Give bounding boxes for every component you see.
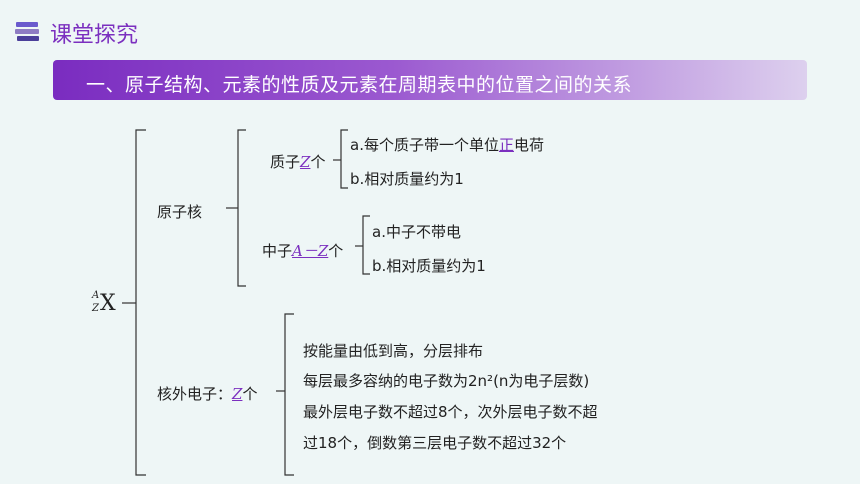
proton-count: 质子Z个	[270, 153, 326, 171]
neutron-blank: A－Z	[292, 242, 329, 260]
electron-rule-3: 最外层电子数不超过8个，次外层电子数不超	[303, 403, 598, 421]
section-heading: 一、原子结构、元素的性质及元素在周期表中的位置之间的关系	[86, 74, 633, 96]
nucleus-label: 原子核	[157, 203, 203, 221]
element-symbol: X	[100, 291, 116, 316]
electron-blank: Z	[232, 385, 243, 403]
proton-fact-a: a.每个质子带一个单位正电荷	[350, 136, 544, 154]
neutron-fact-a: a.中子不带电	[372, 223, 461, 241]
neutron-count: 中子A－Z个	[262, 242, 344, 260]
mass-number: A	[92, 290, 100, 301]
books-icon	[15, 22, 39, 41]
proton-fact-b: b.相对质量约为1	[350, 170, 464, 188]
nuclide-symbol: A Z X	[92, 290, 124, 320]
electron-rule-1: 按能量由低到高，分层排布	[303, 342, 484, 360]
charge-blank: 正	[498, 136, 514, 154]
electron-label: 核外电子：Z个	[157, 385, 258, 403]
neutron-fact-b: b.相对质量约为1	[372, 257, 486, 275]
electron-rule-2: 每层最多容纳的电子数为2n²(n为电子层数)	[303, 372, 590, 390]
page-title: 课堂探究	[50, 23, 139, 48]
electron-rule-4: 过18个，倒数第三层电子数不超过32个	[303, 434, 567, 452]
atomic-number: Z	[92, 303, 99, 314]
section-banner	[53, 60, 807, 100]
proton-blank: Z	[300, 153, 311, 171]
